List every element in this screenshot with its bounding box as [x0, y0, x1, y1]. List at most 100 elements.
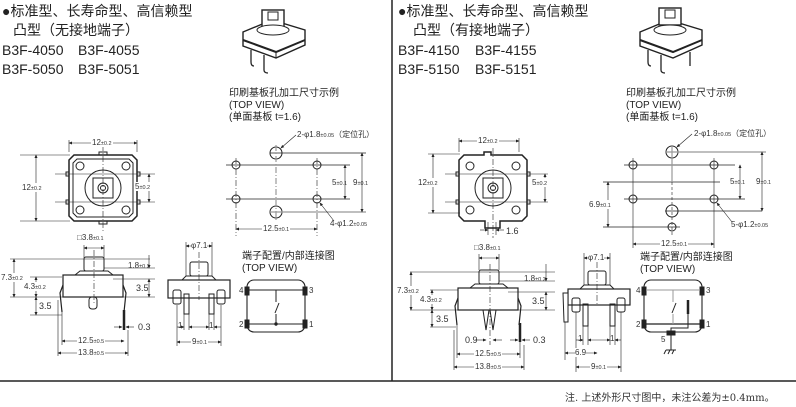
left-top-width-tol: ±0.2	[100, 141, 112, 147]
left-side-plunger-h: 1.8±0.2	[128, 261, 150, 270]
left-side-span-inner-value: 12.5	[78, 336, 94, 345]
right-side-total-h-value: 7.3	[397, 286, 409, 295]
left-pcb-terminal-hole: 4-φ1.2±0.05	[330, 219, 367, 228]
right-side-plunger-tol: ±0.1	[489, 246, 501, 252]
left-side-span-outer-tol: ±0.5	[93, 351, 105, 357]
right-conn-pin-4: 4	[636, 286, 641, 295]
left-side-total-h-value: 7.3	[1, 273, 13, 282]
right-pcb-pitch-inner-tol: ±0.1	[734, 180, 746, 186]
left-title-line2: 凸型（无接地端子）	[13, 22, 139, 38]
left-side-plunger-value: □3.8	[77, 233, 93, 242]
left-front-pin2: 1	[209, 321, 214, 330]
left-front-width: 9±0.1	[191, 337, 209, 346]
left-title-line1: ●标准型、长寿命型、高信赖型	[2, 3, 193, 19]
right-conn-pin-2: 2	[636, 320, 641, 329]
right-side-lead-thk: 0.3	[533, 335, 546, 345]
right-conn-pin-1: 1	[706, 320, 711, 329]
left-conn-pin-3: 3	[309, 286, 314, 295]
left-conn-pin-4: 4	[239, 286, 244, 295]
right-pcb-pitch-outer: 9±0.1	[756, 177, 771, 186]
right-conn-pin-3: 3	[706, 286, 711, 295]
left-front-view	[167, 242, 231, 346]
right-pcb-locating-label: （定位孔）	[731, 129, 772, 138]
left-conn-pin-1: 1	[309, 320, 314, 329]
right-side-total-h: 7.3±0.2	[397, 286, 419, 295]
right-side-span-outer: 13.8±0.5	[474, 362, 503, 371]
right-top-height-tol: ±0.2	[426, 181, 438, 187]
right-pcb-terminal-hole: 5-φ1.2±0.05	[731, 220, 768, 229]
right-pcb-board: (单面基板 t=1.6)	[626, 112, 698, 123]
left-top-height-value: 12	[22, 183, 31, 192]
right-pcb-layout	[603, 133, 766, 248]
right-pcb-pitch-outer-value: 9	[756, 177, 761, 186]
left-pcb-locating-hole: 2-φ1.8±0.05（定位孔）	[297, 129, 374, 140]
right-pcb-view: (TOP VIEW)	[626, 100, 682, 111]
left-pcb-pitch-inner: 5±0.1	[332, 178, 347, 187]
left-front-dia: φ7.1	[191, 241, 208, 250]
right-top-width-tol: ±0.2	[486, 139, 498, 145]
right-side-span-outer-value: 13.8	[475, 362, 491, 371]
left-top-pin-pitch-tol: ±0.2	[139, 185, 151, 191]
left-front-width-value: 9	[192, 337, 197, 346]
right-top-ground-w: 1.6	[506, 226, 519, 236]
left-side-total-h-tol: ±0.2	[12, 276, 23, 282]
left-pcb-pitch-h-value: 12.5	[263, 224, 279, 233]
right-model-4: B3F-5151	[475, 61, 537, 77]
left-side-view	[10, 245, 155, 356]
right-side-span-inner: 12.5±0.5	[474, 349, 503, 358]
right-pcb-locating-hole-value: 2-φ1.8	[694, 129, 718, 138]
left-side-body-h-tol: ±0.2	[35, 285, 46, 291]
right-side-body-h: 4.3±0.2	[420, 295, 442, 304]
left-side-span-inner-tol: ±0.5	[93, 339, 105, 345]
left-pcb-layout	[226, 134, 366, 236]
right-front-width: 9±0.1	[590, 362, 608, 371]
right-front-width-value: 9	[591, 362, 596, 371]
right-side-span-inner-value: 12.5	[475, 349, 491, 358]
right-side-view	[409, 254, 555, 370]
left-product-illustration	[242, 9, 306, 74]
right-front-dia: φ7.1	[588, 253, 605, 262]
right-conn-view: (TOP VIEW)	[640, 264, 696, 275]
right-pcb-ground-offset: 6.9±0.1	[589, 200, 611, 209]
left-side-plunger-h-value: 1.8	[128, 261, 140, 270]
right-pcb-terminal-hole-value: 5-φ1.2	[731, 220, 755, 229]
left-side-leg-3-5: 3.5	[39, 301, 52, 311]
footnote: 注. 上述外形尺寸图中，未注公差为±0.4mm。	[565, 393, 775, 404]
left-pcb-pitch-h-tol: ±0.1	[278, 227, 290, 233]
left-pcb-locating-hole-value: 2-φ1.8	[297, 130, 321, 139]
right-model-2: B3F-4155	[475, 42, 537, 58]
left-top-width: 12±0.2	[91, 138, 113, 147]
left-side-total-h: 7.3±0.2	[1, 273, 23, 282]
right-pcb-ground-offset-value: 6.9	[589, 200, 601, 209]
left-top-pin-pitch: 5±0.2	[135, 182, 151, 191]
left-side-body-3-5: 3.5	[136, 283, 149, 293]
left-pcb-pitch-h: 12.5±0.1	[262, 224, 291, 233]
left-top-height-tol: ±0.2	[30, 186, 42, 192]
right-connection-diagram	[641, 279, 705, 355]
right-side-ground-w: 0.9	[465, 335, 478, 345]
right-pcb-title: 印刷基板孔加工尺寸示例	[626, 88, 736, 99]
right-side-plunger-h: 1.8±0.2	[524, 274, 546, 283]
left-front-pin1: 1	[178, 321, 183, 330]
right-front-width-tol: ±0.1	[595, 365, 607, 371]
left-side-lead-thk: 0.3	[138, 322, 151, 332]
left-conn-view: (TOP VIEW)	[242, 263, 298, 274]
right-model-3: B3F-5150	[398, 61, 460, 77]
left-top-width-value: 12	[92, 138, 101, 147]
right-side-plunger-h-tol: ±0.2	[535, 277, 546, 283]
left-pcb-view: (TOP VIEW)	[229, 100, 285, 111]
right-title-line1: ●标准型、长寿命型、高信赖型	[398, 3, 589, 19]
left-pcb-board: (单面基板 t=1.6)	[229, 112, 301, 123]
left-connection-diagram	[244, 279, 308, 333]
right-front-pin1: 1	[578, 334, 583, 343]
left-model-2: B3F-4055	[78, 42, 140, 58]
right-front-ground: 6.9	[575, 348, 587, 357]
right-side-body-h-value: 4.3	[420, 295, 432, 304]
right-pcb-terminal-hole-tol: ±0.05	[754, 223, 769, 229]
right-side-body-3-5: 3.5	[532, 296, 545, 306]
right-side-plunger: □3.8±0.1	[474, 243, 501, 252]
left-top-view	[20, 140, 155, 232]
right-pcb-pitch-inner-value: 5	[730, 177, 735, 186]
right-pcb-pitch-h-tol: ±0.1	[676, 242, 688, 248]
left-pcb-terminal-hole-tol: ±0.05	[353, 222, 368, 228]
